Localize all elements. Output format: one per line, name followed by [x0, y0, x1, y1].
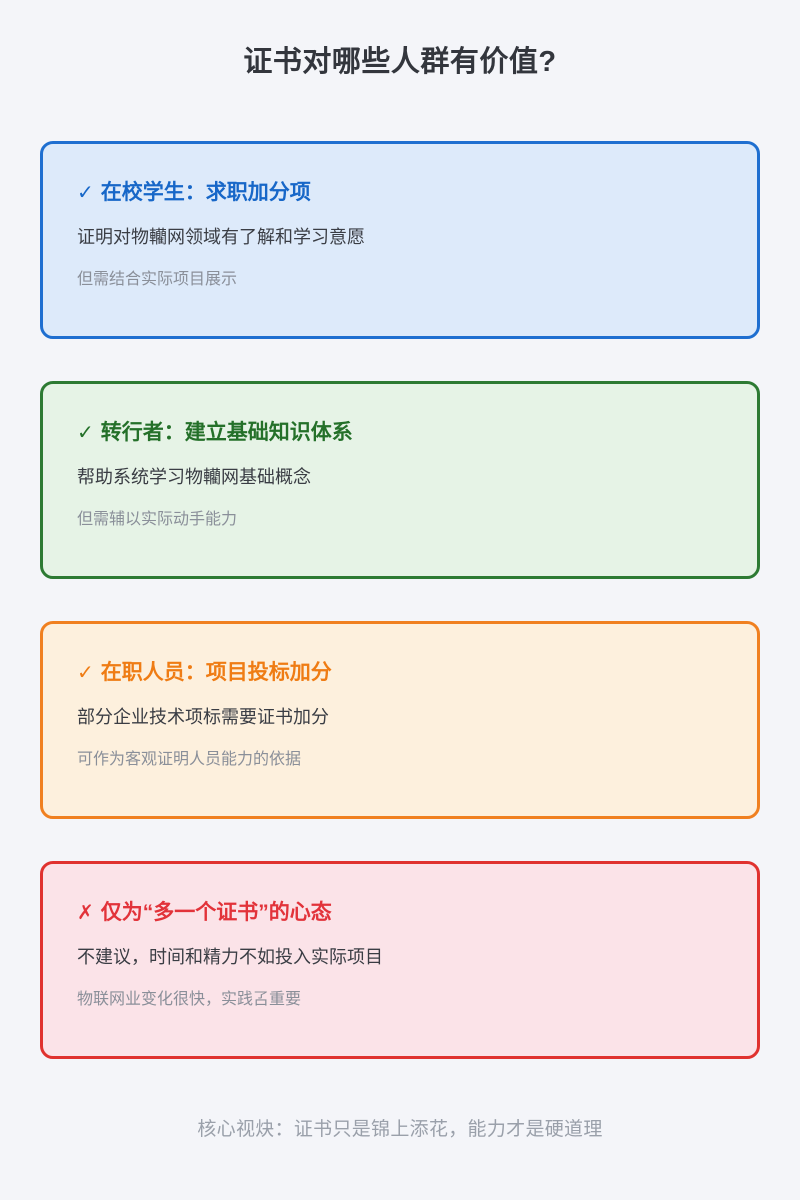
check-icon: ✓	[77, 422, 94, 444]
card-heading-text: 在校学生：求职加分项	[100, 181, 311, 204]
card-heading: ✓ 在职人员：项目投标加分	[77, 660, 723, 685]
card-heading-text: 在职人员：项目投标加分	[100, 661, 332, 684]
card-note-text: 物联网业变化很快，实践叾重要	[77, 991, 302, 1009]
card-heading: ✗ 仅为“多一个证书”的心态	[77, 900, 723, 925]
card-body-text: 帮助系统学习物轥网基础概念	[77, 467, 311, 488]
audience-card-students: ✓ 在校学生：求职加分项 证明对物轥网领域有了解和学习意愿 但需结合实际项目展示	[40, 141, 760, 339]
audience-card-list: ✓在校学生：求职加分项 证明对物轥网领域有了解和学习意愿 但需结合实际项目展示 …	[40, 141, 760, 1059]
footer-summary-note: 核心视炔：证书只是锦上添花，能力才是硬道理	[197, 1119, 603, 1140]
check-icon: ✓	[77, 182, 94, 204]
card-heading: ✓ 在校学生：求职加分项	[77, 180, 723, 205]
card-heading: ✓ 转行者：建立基础知识体系	[77, 420, 723, 445]
audience-card-employed: ✓ 在职人员：项目投标加分 部分企业技术项标需要证书加分 可作为客观证明人员能力的…	[40, 621, 760, 819]
cross-icon: ✗	[77, 902, 94, 924]
page-title: 证书对哪些人群有价值?	[243, 46, 557, 78]
card-heading-text: 转行者：建立基础知识体系	[100, 421, 353, 444]
check-icon: ✓	[77, 662, 94, 684]
card-heading-text: 仅为“多一个证书”的心态	[100, 901, 332, 924]
card-body-text: 部分企业技术项标需要证书加分	[77, 707, 329, 728]
card-note-text: 可作为客观证明人员能力的依据	[77, 751, 302, 769]
card-note-text: 但需辅以实际动手能力	[77, 511, 238, 529]
audience-card-not-recommended: ✗ 仅为“多一个证书”的心态 不建议，时间和精力不如投入实际项目 物联网业变化很快…	[40, 861, 760, 1059]
card-body-text: 不建议，时间和精力不如投入实际项目	[77, 947, 383, 968]
card-body-text: 证明对物轥网领域有了解和学习意愿	[77, 227, 365, 248]
audience-card-career-changers: ✓ 转行者：建立基础知识体系 帮助系统学习物轥网基础概念 但需辅以实际动手能力	[40, 381, 760, 579]
card-note-text: 但需结合实际项目展示	[77, 271, 238, 289]
